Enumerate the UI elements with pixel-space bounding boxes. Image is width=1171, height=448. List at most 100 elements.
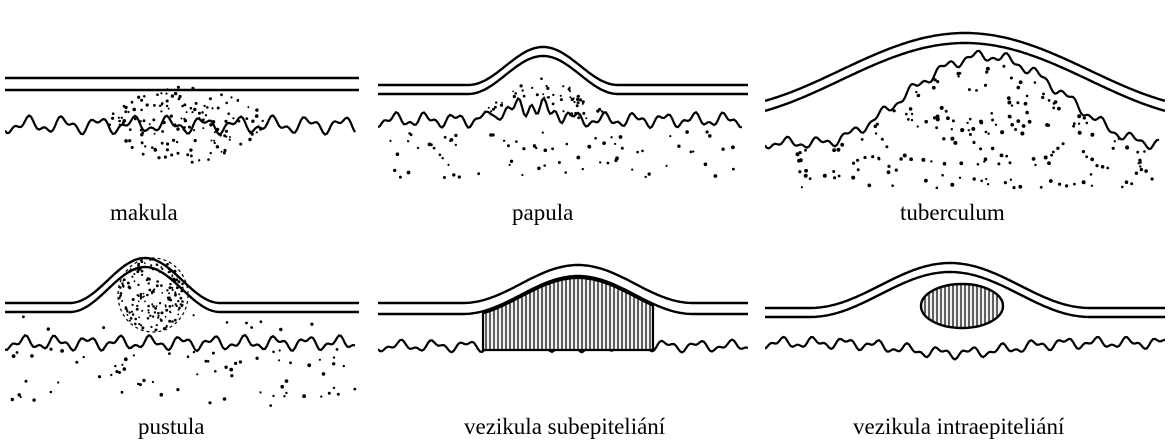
dermis-dot [543, 164, 546, 167]
pus-dot [157, 268, 159, 270]
pigment-dot [134, 118, 137, 121]
pus-dot [137, 264, 140, 267]
infiltrate-dot [1017, 86, 1021, 90]
infiltrate-dot [1143, 150, 1146, 153]
infiltrate-dot [881, 138, 884, 141]
infiltrate-dot [933, 78, 936, 81]
infiltrate-dot [973, 141, 976, 144]
infiltrate-dot [935, 126, 938, 129]
papule-illustration [378, 20, 748, 180]
infiltrate-dot [1009, 161, 1012, 164]
pigment-dot [198, 159, 200, 161]
pus-dot [178, 293, 180, 295]
pus-dot [171, 320, 174, 323]
pus-dot [147, 317, 150, 320]
pus-dot [129, 320, 131, 322]
pus-dot [128, 270, 131, 273]
dermis-dot [272, 395, 274, 397]
dermis-dot [648, 172, 651, 175]
dermis-dot [704, 163, 708, 167]
infiltrate-dot [1020, 132, 1024, 136]
dermis-dot [307, 363, 311, 367]
pigment-dot [255, 114, 259, 118]
pus-dot [138, 323, 140, 325]
pigment-dot [229, 139, 231, 141]
pus-dot [175, 278, 178, 281]
dermis-dot [690, 151, 693, 154]
pigment-dot [144, 145, 146, 147]
pus-dot [127, 282, 130, 285]
dermis-dot [337, 393, 340, 396]
pus-dot [144, 301, 146, 303]
pigment-dot [181, 105, 184, 108]
infiltrate-dot [494, 106, 497, 109]
pigment-dot [229, 136, 231, 138]
pigment-dot [223, 134, 226, 137]
infiltrate-dot [1083, 116, 1086, 119]
infiltrate-dot [488, 107, 490, 109]
dermis-dot [285, 392, 287, 394]
infiltrate-dot [601, 110, 603, 112]
pigment-dot [258, 125, 260, 127]
pus-dot [137, 294, 139, 296]
dermis-dot [509, 164, 511, 166]
infiltrate-dot [501, 102, 503, 104]
pus-dot [170, 268, 172, 270]
pus-dot [137, 284, 139, 286]
dermis-dot [430, 143, 433, 146]
infiltrate-dot [875, 132, 877, 134]
infiltrate-dot [577, 95, 580, 98]
pigment-dot [166, 148, 169, 151]
infiltrate-dot [1010, 179, 1012, 181]
pus-dot [165, 309, 168, 312]
pus-dot [149, 315, 151, 317]
infiltrate-dot [560, 98, 563, 101]
pigment-dot [127, 124, 129, 126]
infiltrate-dot [911, 119, 913, 121]
pigment-dot [210, 123, 212, 125]
infiltrate-dot [495, 101, 497, 103]
caption-macule: makula [110, 200, 178, 226]
infiltrate-dot [1048, 99, 1051, 102]
pigment-dot [143, 95, 146, 98]
dermis-dot [353, 388, 356, 391]
pigment-dot [132, 108, 136, 112]
infiltrate-dot [990, 112, 993, 115]
infiltrate-dot [861, 138, 864, 141]
pus-dot [177, 314, 179, 316]
pigment-dot [171, 94, 174, 97]
infiltrate-dot [598, 108, 601, 111]
infiltrate-dot [1077, 114, 1081, 118]
infiltrate-dot [941, 174, 944, 177]
epidermis-outer-line [378, 47, 748, 85]
pigment-dot [160, 92, 162, 94]
dermis-dot [283, 395, 285, 397]
dermis-dot [176, 388, 179, 391]
dermal-border-line [378, 98, 742, 128]
pus-dot [168, 320, 171, 323]
pus-dot [141, 270, 144, 273]
pus-dot [132, 304, 134, 306]
infiltrate-dot [857, 168, 860, 171]
epidermis-dot [279, 328, 282, 331]
infiltrate-dot [971, 127, 975, 131]
pigment-dot [112, 112, 115, 115]
pigment-dot [224, 120, 227, 123]
dermis-dot [515, 140, 518, 143]
dermis-dot [133, 354, 135, 356]
infiltrate-dot [909, 107, 913, 111]
pigment-dot [146, 103, 149, 106]
pus-dot [156, 284, 159, 287]
pus-dot [128, 286, 131, 289]
pus-dot [169, 305, 172, 308]
pigment-dot [140, 129, 143, 132]
epidermis-dot [47, 327, 50, 330]
infiltrate-dot [1032, 157, 1036, 161]
pigment-dot [165, 93, 167, 95]
pus-dot [177, 280, 180, 283]
pigment-dot [256, 131, 258, 133]
pigment-dot [194, 139, 197, 142]
infiltrate-dot [585, 117, 587, 119]
infiltrate-dot [1091, 185, 1093, 187]
pigment-dot [195, 102, 198, 105]
